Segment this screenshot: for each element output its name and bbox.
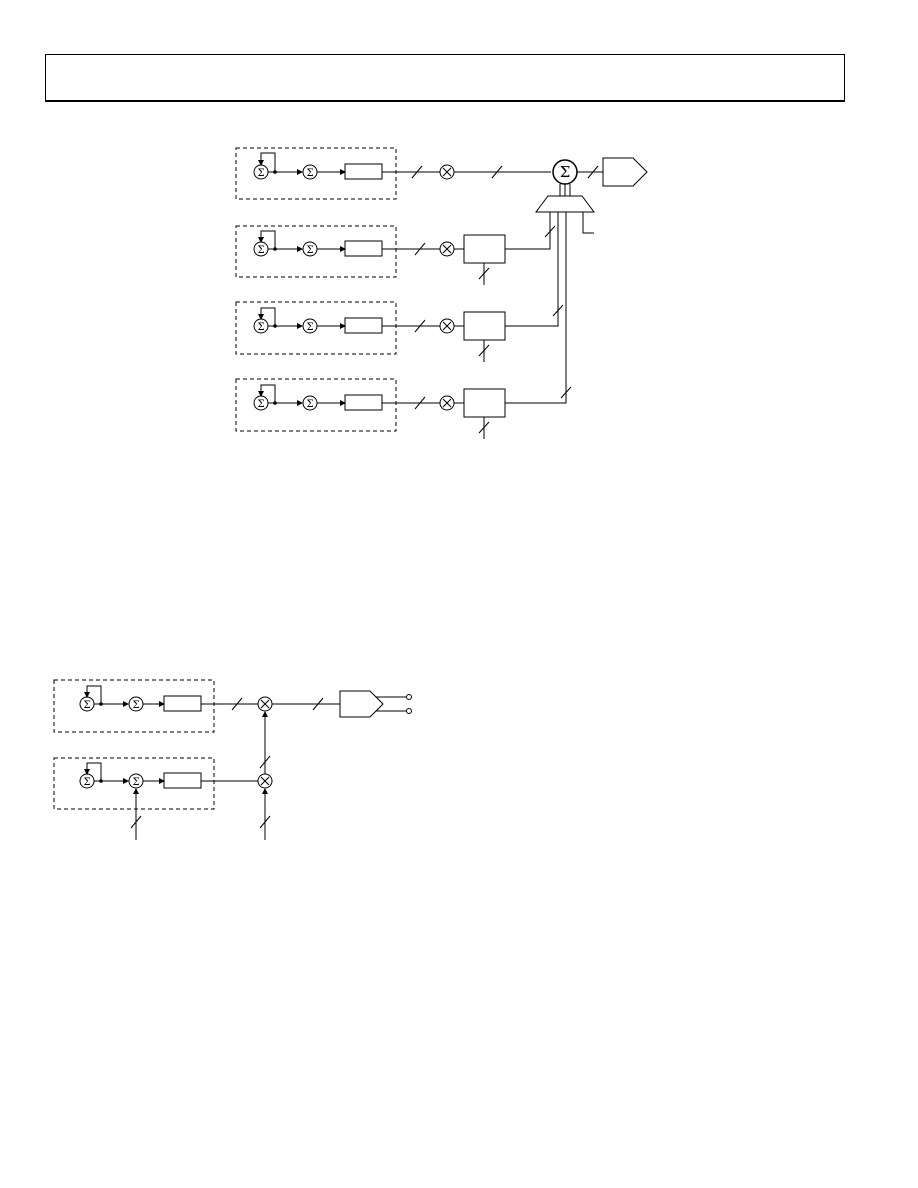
svg-text:Σ: Σ	[83, 777, 90, 788]
svg-text:Σ: Σ	[257, 245, 264, 256]
lookup-table-block	[344, 240, 383, 257]
channel-1: Σ Σ	[235, 147, 551, 200]
output-terminal-negative	[406, 708, 412, 714]
nco-dashed-box	[235, 301, 397, 355]
nco-dashed-box	[53, 757, 215, 810]
lookup-table-block	[344, 394, 383, 411]
svg-text:Σ: Σ	[257, 399, 264, 410]
svg-text:Σ: Σ	[306, 168, 313, 179]
svg-text:Σ: Σ	[306, 245, 313, 256]
output-terminal-positive	[406, 694, 412, 700]
channel-2: Σ Σ	[235, 212, 556, 285]
lower-channel: Σ Σ	[53, 711, 273, 840]
svg-text:Σ: Σ	[560, 163, 571, 181]
nco-dashed-box	[53, 679, 215, 733]
diagram-1: Σ Σ Σ Σ	[235, 147, 648, 439]
page-header	[45, 54, 845, 102]
diagram-2: Σ Σ Σ	[53, 679, 412, 840]
multiplexer-block	[535, 195, 595, 213]
svg-text:Σ: Σ	[257, 168, 264, 179]
nco-dashed-box	[235, 225, 397, 278]
svg-text:Σ: Σ	[306, 399, 313, 410]
svg-text:Σ: Σ	[132, 777, 139, 788]
nco-dashed-box	[235, 378, 397, 432]
svg-text:Σ: Σ	[83, 700, 90, 711]
svg-text:Σ: Σ	[132, 700, 139, 711]
scaling-block	[463, 234, 506, 264]
upper-channel: Σ Σ	[53, 679, 412, 733]
svg-text:Σ: Σ	[257, 322, 264, 333]
scaling-block	[463, 388, 506, 418]
lookup-table-block	[163, 695, 202, 712]
scaling-block	[463, 311, 506, 341]
lookup-table-block	[163, 772, 202, 789]
dac-block	[339, 690, 384, 718]
svg-text:Σ: Σ	[306, 322, 313, 333]
channel-4: Σ Σ	[235, 212, 572, 439]
dac-block	[602, 157, 648, 187]
lookup-table-block	[344, 317, 383, 334]
channel-3: Σ Σ	[235, 212, 564, 362]
lookup-table-block	[344, 163, 383, 180]
nco-dashed-box	[235, 147, 397, 200]
